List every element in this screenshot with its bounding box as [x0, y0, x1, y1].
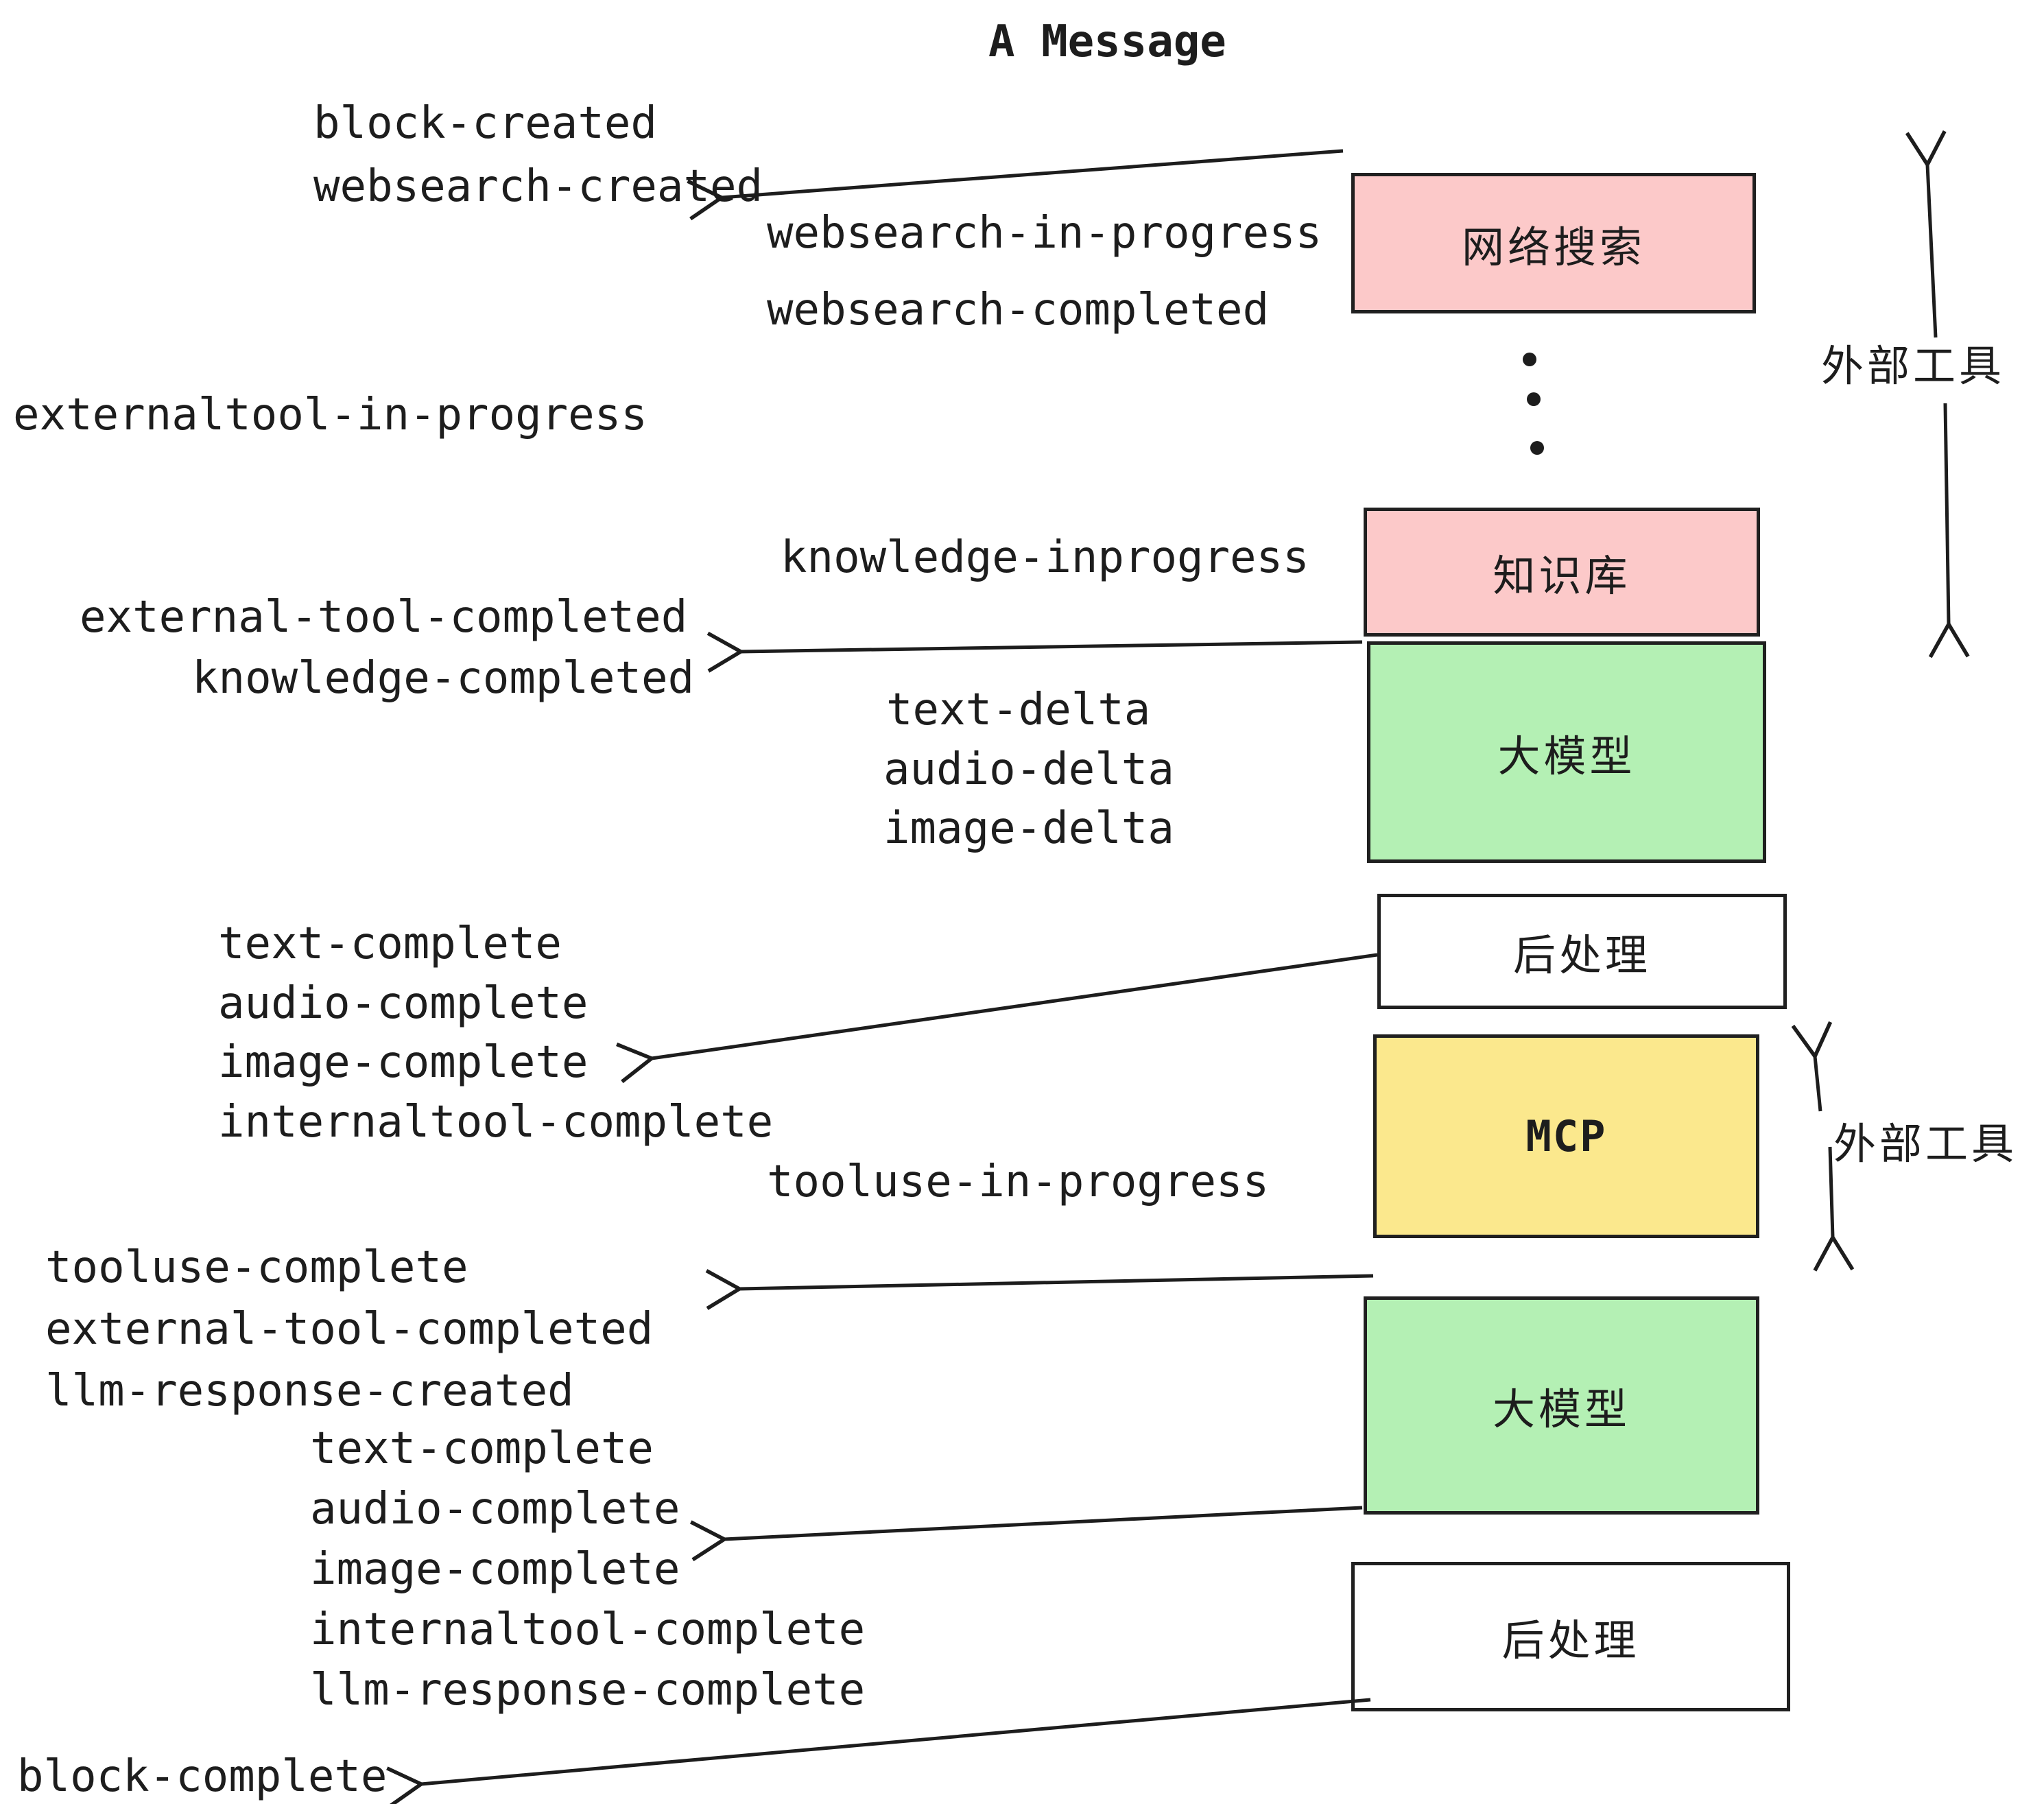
event-label-image-delta: image-delta: [883, 803, 1174, 854]
event-label-audio-complete: audio-complete: [310, 1484, 680, 1534]
event-label-websearch-completed: websearch-completed: [767, 285, 1270, 335]
vertical-ellipsis-dot-2: [1527, 392, 1541, 406]
event-label-block-complete: block-complete: [17, 1751, 388, 1802]
node-box-mcp: MCP: [1373, 1034, 1759, 1238]
event-label-tooluse-complete: tooluse-complete: [45, 1242, 468, 1293]
arrow-to-websearch-created: [687, 149, 1344, 221]
arrow-to-knowledge-completed: [706, 631, 1363, 673]
event-label-external-tool-completed: external-tool-completed: [45, 1304, 654, 1355]
event-label-llm-response-created: llm-response-created: [45, 1366, 574, 1416]
event-label-knowledge-inprogress: knowledge-inprogress: [781, 532, 1309, 583]
event-label-tooluse-in-progress: tooluse-in-progress: [767, 1156, 1270, 1207]
event-label-internaltool-complete: internaltool-complete: [310, 1604, 866, 1655]
vertical-ellipsis-dot-1: [1523, 353, 1536, 366]
event-label-externaltool-in-progress: externaltool-in-progress: [13, 390, 647, 440]
arrow-to-image-complete: [616, 953, 1378, 1084]
node-label-llm-1: 大模型: [1497, 731, 1636, 781]
node-box-websearch: 网络搜索: [1351, 173, 1756, 313]
event-label-websearch-in-progress: websearch-in-progress: [767, 208, 1322, 259]
external-tools-label-1: 外部工具: [1821, 341, 2006, 391]
node-box-llm-1: 大模型: [1367, 641, 1766, 863]
node-label-websearch: 网络搜索: [1461, 222, 1645, 272]
event-label-block-created: block-created: [313, 98, 657, 149]
node-box-llm-2: 大模型: [1364, 1296, 1759, 1515]
arrow-up-external-tools-2: [1791, 1021, 1833, 1112]
external-tools-label-2: 外部工具: [1833, 1119, 2018, 1169]
event-label-external-tool-completed: external-tool-completed: [80, 592, 688, 643]
event-label-image-complete: image-complete: [310, 1544, 680, 1595]
arrow-down-external-tools-1: [1928, 403, 1970, 658]
event-label-audio-complete: audio-complete: [218, 978, 589, 1029]
arrow-to-tooluse-complete: [705, 1269, 1374, 1310]
event-label-text-delta: text-delta: [886, 685, 1151, 735]
node-label-postprocess-2: 后处理: [1501, 1615, 1640, 1665]
node-label-mcp: MCP: [1525, 1111, 1607, 1161]
arrow-up-external-tools-1: [1905, 130, 1947, 338]
event-label-text-complete: text-complete: [310, 1423, 654, 1474]
arrow-to-audio-complete: [689, 1506, 1363, 1562]
node-box-postprocess-1: 后处理: [1377, 894, 1787, 1009]
event-label-websearch-created: websearch-created: [313, 161, 763, 212]
event-label-knowledge-completed: knowledge-completed: [192, 653, 695, 704]
event-label-text-complete: text-complete: [218, 918, 562, 969]
event-label-image-complete: image-complete: [218, 1037, 589, 1088]
arrow-down-external-tools-2: [1813, 1146, 1855, 1272]
node-label-llm-2: 大模型: [1492, 1384, 1630, 1434]
vertical-ellipsis-dot-3: [1530, 441, 1544, 455]
node-label-postprocess-1: 后处理: [1512, 930, 1651, 980]
event-label-llm-response-complete: llm-response-complete: [310, 1665, 866, 1716]
node-box-knowledge: 知识库: [1364, 508, 1760, 637]
node-label-knowledge: 知识库: [1493, 551, 1631, 601]
node-box-postprocess-2: 后处理: [1351, 1562, 1790, 1711]
event-label-internaltool-complete: internaltool-complete: [218, 1097, 774, 1148]
event-label-audio-delta: audio-delta: [883, 744, 1174, 795]
page-title: A Message: [988, 16, 1226, 67]
